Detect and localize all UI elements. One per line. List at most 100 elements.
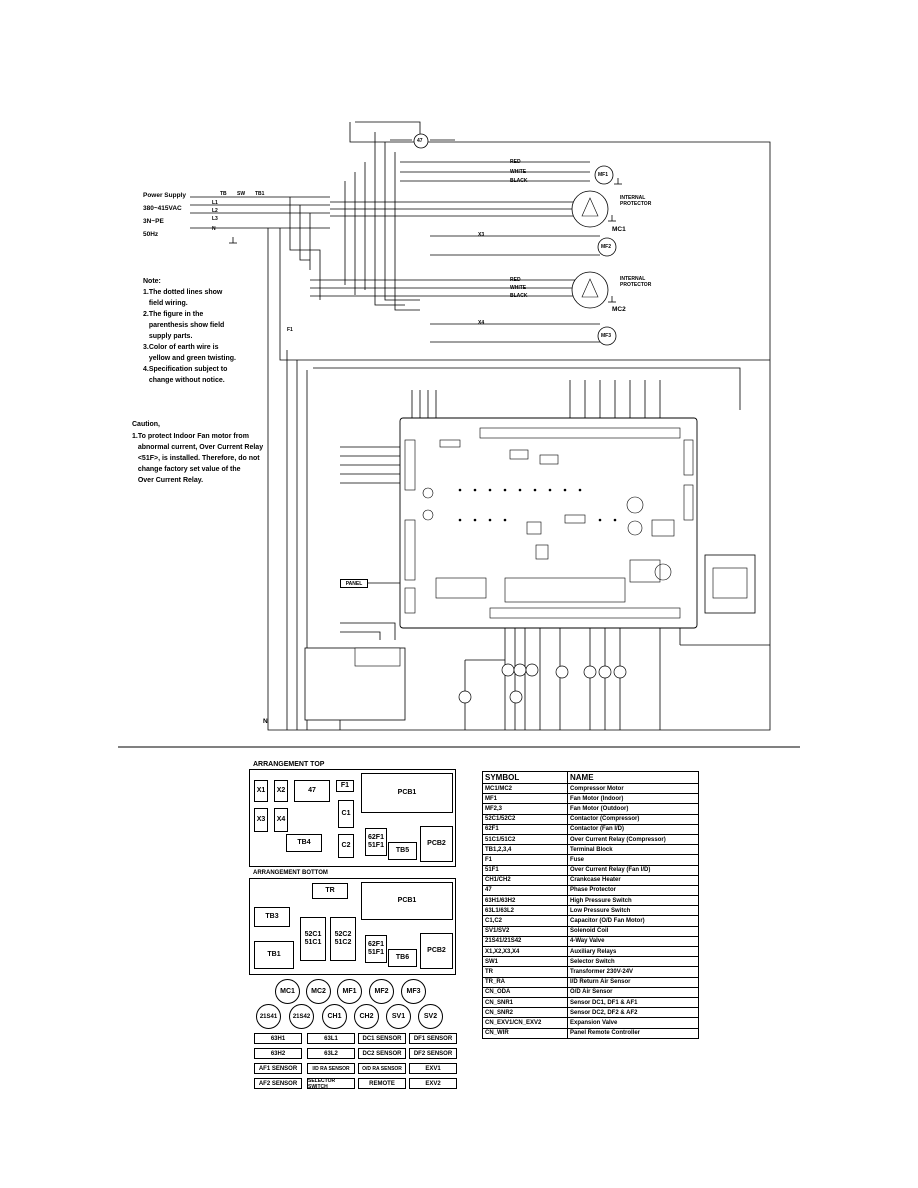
wire-red-2: RED [510,277,521,283]
wire-white-2: WHITE [510,285,527,291]
legend-sv2: SV2 [418,1004,443,1029]
name-cell: Fan Motor (Outdoor) [567,803,699,815]
motor-mf2: MF2 [601,244,611,250]
note-line: 3.Color of earth wire is [143,344,219,351]
symbol-cell: MC1/MC2 [482,782,568,795]
power-phase: 3N~PE [143,218,164,225]
arrangement-top-frame: X1 X2 47 F1 X3 X4 C1 TB4 C2 PCB1 62F1 51… [249,769,456,867]
name-cell: Over Current Relay (Fan I/D) [567,864,699,876]
name-cell: Crankcase Heater [567,874,699,886]
symbol-cell: 21S41/21S42 [482,935,568,948]
notes-title: Note: [143,278,161,285]
name-cell: I/D Return Air Sensor [567,976,699,988]
component-pcb2-bottom: PCB2 [420,933,453,969]
name-cell: Contactor (Compressor) [567,813,699,825]
tb1-label: TB1 [255,191,265,197]
name-cell: Expansion Valve [567,1017,699,1029]
legend-af1-sensor: AF1 SENSOR [254,1063,302,1074]
caution-line: Over Current Relay. [132,477,204,484]
symbol-cell: CH1/CH2 [482,874,568,886]
component-52c2-51c2: 52C2 51C2 [330,917,356,961]
name-cell: Auxiliary Relays [567,945,699,958]
header-symbol: SYMBOL [482,771,568,784]
name-cell: High Pressure Switch [567,895,699,907]
note-line: 2.The figure in the [143,311,204,318]
name-cell: Contactor (Fan I/D) [567,823,699,835]
symbol-cell: TB1,2,3,4 [482,844,568,856]
symbol-cell: CN_EXV1/CN_EXV2 [482,1017,568,1029]
wire-black-2: BLACK [510,293,528,299]
tb-label: TB [220,191,227,197]
power-frequency: 50Hz [143,231,159,238]
component-x2: X2 [274,780,288,802]
component-pcb1: PCB1 [361,773,453,813]
note-line: parenthesis show field [143,322,225,329]
legend-21s42: 21S42 [289,1004,314,1029]
legend-63l2: 63L2 [307,1048,355,1059]
name-cell: Over Current Relay (Compressor) [567,833,699,846]
caution-line: change factory set value of the [132,466,241,473]
motor-mf1: MF1 [598,172,608,178]
legend-df1-sensor: DF1 SENSOR [409,1033,457,1044]
component-tb3: TB3 [254,907,290,927]
name-cell: Capacitor (O/D Fan Motor) [567,915,699,927]
name-cell: Sensor DC1, DF1 & AF1 [567,996,699,1009]
name-cell: O/D Air Sensor [567,986,699,998]
terminal-l3: L3 [212,216,218,222]
component-pcb1-bottom: PCB1 [361,882,453,920]
fuse-f1: F1 [287,327,293,333]
name-cell: Transformer 230V-24V [567,966,699,978]
internal-protector-1: INTERNAL PROTECTOR [620,195,652,207]
legend-63h2: 63H2 [254,1048,302,1059]
component-tb6: TB6 [388,949,417,967]
symbol-cell: 62F1 [482,823,568,835]
terminal-l2: L2 [212,208,218,214]
note-line: 4.Specification subject to [143,366,228,373]
note-line: change without notice. [143,377,225,384]
name-cell: Selector Switch [567,956,699,968]
symbol-cell: X1,X2,X3,X4 [482,945,568,958]
wire-red-1: RED [510,159,521,165]
symbol-cell: C1,C2 [482,915,568,927]
legend-df2-sensor: DF2 SENSOR [409,1048,457,1059]
legend-63h1: 63H1 [254,1033,302,1044]
symbol-cell: CN_WIR [482,1027,568,1039]
power-supply-label: Power Supply [143,192,186,199]
symbol-cell: SW1 [482,956,568,968]
symbol-cell: TR_RA [482,976,568,988]
legend-21s41: 21S41 [256,1004,281,1029]
symbol-cell: MF2,3 [482,803,568,815]
legend-remote: REMOTE [358,1078,406,1089]
component-tb1: TB1 [254,941,294,969]
symbol-table-header: SYMBOL NAME [482,771,699,784]
component-x4: X4 [274,808,288,832]
name-cell: 4-Way Valve [567,935,699,948]
caution-line: abnormal current, Over Current Relay [132,444,264,451]
legend-ch1: CH1 [322,1004,347,1029]
arrangement-bottom-frame: TR TB3 TB1 52C1 51C1 52C2 51C2 PCB1 62F1… [249,878,456,975]
legend-63l1: 63L1 [307,1033,355,1044]
component-62f1-51f1: 62F1 51F1 [365,828,387,856]
symbol-cell: CN_ODA [482,986,568,998]
symbol-cell: F1 [482,854,568,866]
note-line: yellow and green twisting. [143,355,236,362]
legend-selector-switch: SELECTOR SWITCH [307,1078,355,1090]
notes-list: 1.The dotted lines show field wiring. 2.… [143,287,236,386]
relay-x3: X3 [478,232,485,238]
